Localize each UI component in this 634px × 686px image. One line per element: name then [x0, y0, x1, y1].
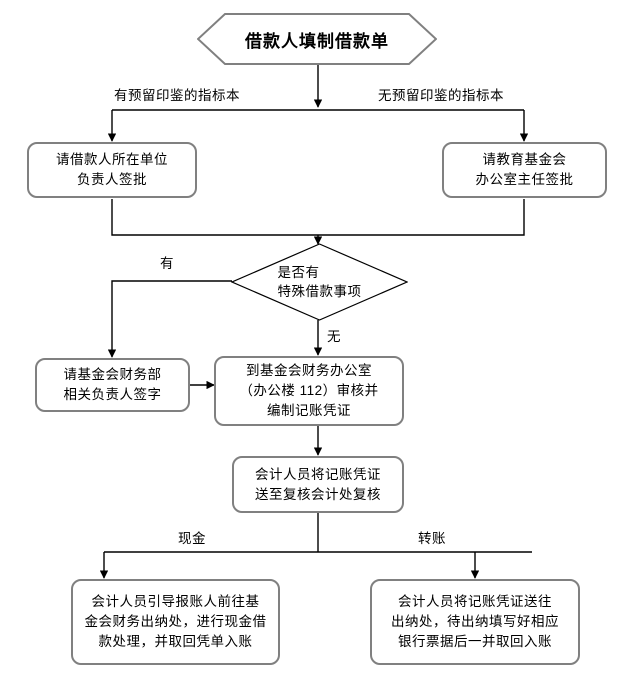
- diamond-shape: [230, 243, 409, 321]
- edge-label-with-seal: 有预留印鉴的指标本: [114, 88, 240, 103]
- node-start-label: 借款人填制借款单: [245, 31, 389, 51]
- link-approve-merge: [111, 199, 525, 236]
- edge-label-transfer: 转账: [418, 531, 446, 546]
- node-approve-foundation-office-label: 请教育基金会 办公室主任签批: [475, 152, 574, 187]
- node-transfer-voucher-process: 会计人员将记账凭证送往 出纳处，待出纳填写好相应 银行票据后一并取回入账: [370, 579, 580, 665]
- node-approve-borrower-unit-label: 请借款人所在单位 负责人签批: [56, 152, 168, 187]
- link-decision-yes: [107, 280, 232, 358]
- node-approve-borrower-unit: 请借款人所在单位 负责人签批: [27, 142, 197, 198]
- edge-label-cash: 现金: [178, 531, 206, 546]
- node-approve-foundation-office: 请教育基金会 办公室主任签批: [442, 142, 607, 198]
- edge-label-no: 无: [327, 329, 341, 344]
- node-decision-special-items: 是否有 特殊借款事项: [230, 243, 409, 321]
- edge-label-without-seal: 无预留印鉴的指标本: [378, 88, 504, 103]
- edge-label-yes: 有: [160, 256, 174, 271]
- node-voucher-review-label: 会计人员将记账凭证 送至复核会计处复核: [255, 466, 381, 502]
- node-decision-label: 是否有 特殊借款事项: [277, 265, 362, 299]
- node-finance-office-voucher: 到基金会财务办公室 （办公楼 112）审核并 编制记账凭证: [214, 356, 404, 426]
- node-start: 借款人填制借款单: [196, 13, 438, 65]
- node-finance-dept-signature-label: 请基金会财务部 相关负责人签字: [63, 367, 162, 402]
- hexagon-shape: [196, 13, 438, 65]
- node-transfer-voucher-process-label: 会计人员将记账凭证送往 出纳处，待出纳填写好相应 银行票据后一并取回入账: [391, 594, 559, 649]
- node-cash-loan-process-label: 会计人员引导报账人前往基 金会财务出纳处，进行现金借 款处理，并取回凭单入账: [84, 594, 267, 649]
- node-voucher-review: 会计人员将记账凭证 送至复核会计处复核: [232, 456, 404, 513]
- node-finance-office-voucher-label: 到基金会财务办公室 （办公楼 112）审核并 编制记账凭证: [239, 363, 379, 418]
- node-cash-loan-process: 会计人员引导报账人前往基 金会财务出纳处，进行现金借 款处理，并取回凭单入账: [71, 579, 280, 665]
- node-finance-dept-signature: 请基金会财务部 相关负责人签字: [35, 358, 190, 412]
